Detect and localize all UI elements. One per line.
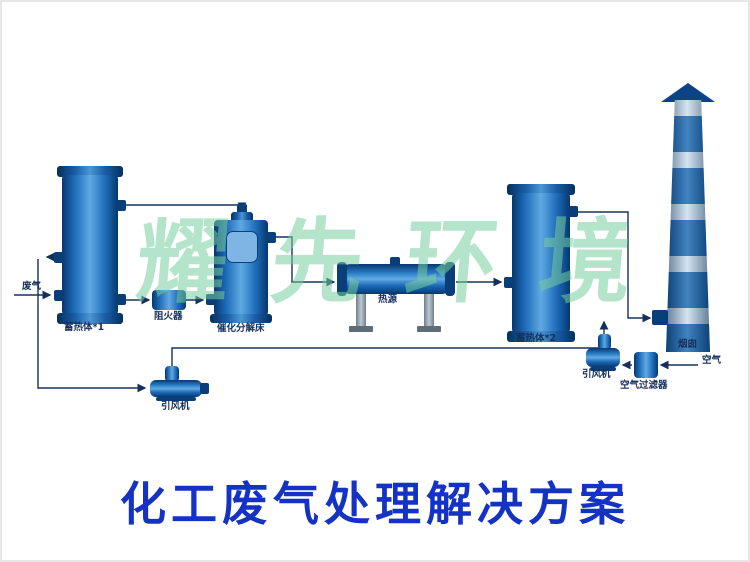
heat-source-left-head	[337, 262, 347, 296]
catalytic-bed-nozzle-right	[266, 232, 276, 243]
air-filter-label: 空气过滤器	[620, 380, 668, 391]
catalytic-bed-window	[226, 231, 258, 263]
regenerator-2-body	[512, 193, 570, 333]
catalytic-bed-top-cap	[231, 212, 253, 222]
heat-source-foot-left	[349, 326, 373, 332]
regenerator-1-nozzle-top-right	[116, 200, 126, 211]
regenerator-1-nozzle-bottom-right	[116, 294, 126, 305]
pipe-long-return-line	[171, 347, 604, 366]
regenerator-1-top-cap	[57, 166, 123, 177]
fan-right-base	[590, 367, 616, 371]
regenerator-2-nozzle-top-right	[568, 206, 578, 217]
fan-left-inlet-stub	[165, 366, 179, 382]
fan-left-label: 引风机	[161, 401, 190, 412]
chimney-inlet-stub	[652, 310, 668, 325]
flame-arrester	[152, 290, 186, 310]
fan-right-body	[586, 348, 620, 367]
page-title: 化工废气处理解决方案	[120, 477, 630, 531]
fan-left-body	[150, 380, 202, 397]
chimney-label: 烟囱	[678, 339, 698, 350]
chimney-cap	[661, 83, 715, 102]
flame-arrester-label: 阻火器	[154, 311, 183, 322]
pipe-regen1-top-to-catbed	[124, 202, 247, 212]
regenerator-1-body	[62, 175, 118, 315]
regenerator-2-nozzle-left	[504, 277, 514, 288]
catalytic-bed-label: 催化分解床	[217, 323, 265, 334]
fan-left-outlet	[200, 383, 209, 394]
pipe-catbed-to-heatsource	[276, 236, 336, 287]
regenerator-2-bottom-cap	[507, 331, 575, 342]
regenerator-2-label: 蓄热体*2	[516, 333, 557, 344]
fan-right-outlet-stub	[598, 334, 611, 350]
heat-source-foot-right	[417, 326, 441, 332]
heat-source-top-nozzle	[390, 257, 400, 266]
waste-gas-label: 废气	[22, 281, 42, 292]
pipe-regen2-to-chimney	[576, 211, 652, 323]
heat-source-right-head	[445, 262, 455, 296]
regenerator-1-nozzle-top-left	[54, 252, 64, 263]
catalytic-bed-bottom-flange	[210, 314, 272, 323]
regenerator-1-label: 蓄热体*1	[64, 322, 105, 333]
heat-source-label: 热源	[378, 294, 398, 305]
air-filter	[634, 352, 658, 378]
regenerator-1-nozzle-bottom-left	[54, 290, 64, 301]
fan-left-base	[156, 397, 196, 401]
fan-right-label: 引风机	[582, 369, 611, 380]
heat-source-body	[344, 264, 448, 294]
regenerator-1-bottom-cap	[57, 313, 123, 324]
heat-source-leg-left	[356, 294, 366, 326]
heat-source-leg-right	[424, 294, 434, 326]
pipe-recirculation-to-fan	[37, 259, 147, 393]
regenerator-2-top-cap	[507, 184, 575, 195]
air-label: 空气	[702, 355, 722, 366]
catalytic-bed-nozzle-left	[206, 294, 216, 305]
